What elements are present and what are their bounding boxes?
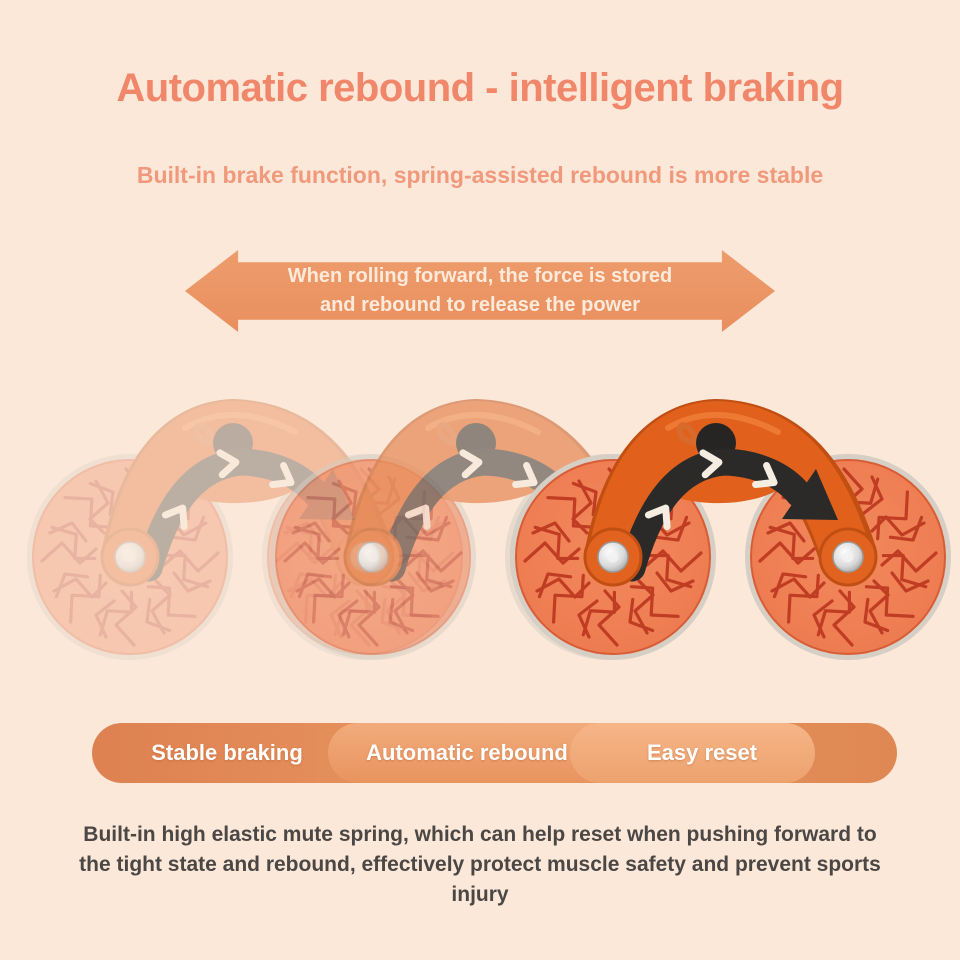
feature-label-easy-reset: Easy reset (646, 740, 758, 765)
page-title: Automatic rebound - intelligent braking (116, 66, 844, 110)
banner-caption: When rolling forward, the force is store… (288, 262, 672, 320)
feature-label-automatic-rebound: Automatic rebound (366, 740, 568, 765)
subtitle-text: Built-in brake function, spring-assisted… (136, 162, 824, 188)
banner-line-1: When rolling forward, the force is store… (287, 265, 673, 287)
feature-pill-right (570, 723, 815, 783)
feature-label-stable-braking: Stable braking (151, 740, 303, 765)
banner-line-2: and rebound to release the power (319, 294, 641, 316)
feature-pills: Stable braking Automatic rebound Easy re… (92, 723, 897, 783)
product-description: Built-in high elastic mute spring, which… (79, 823, 881, 906)
double-arrow-banner: When rolling forward, the force is store… (185, 250, 775, 332)
